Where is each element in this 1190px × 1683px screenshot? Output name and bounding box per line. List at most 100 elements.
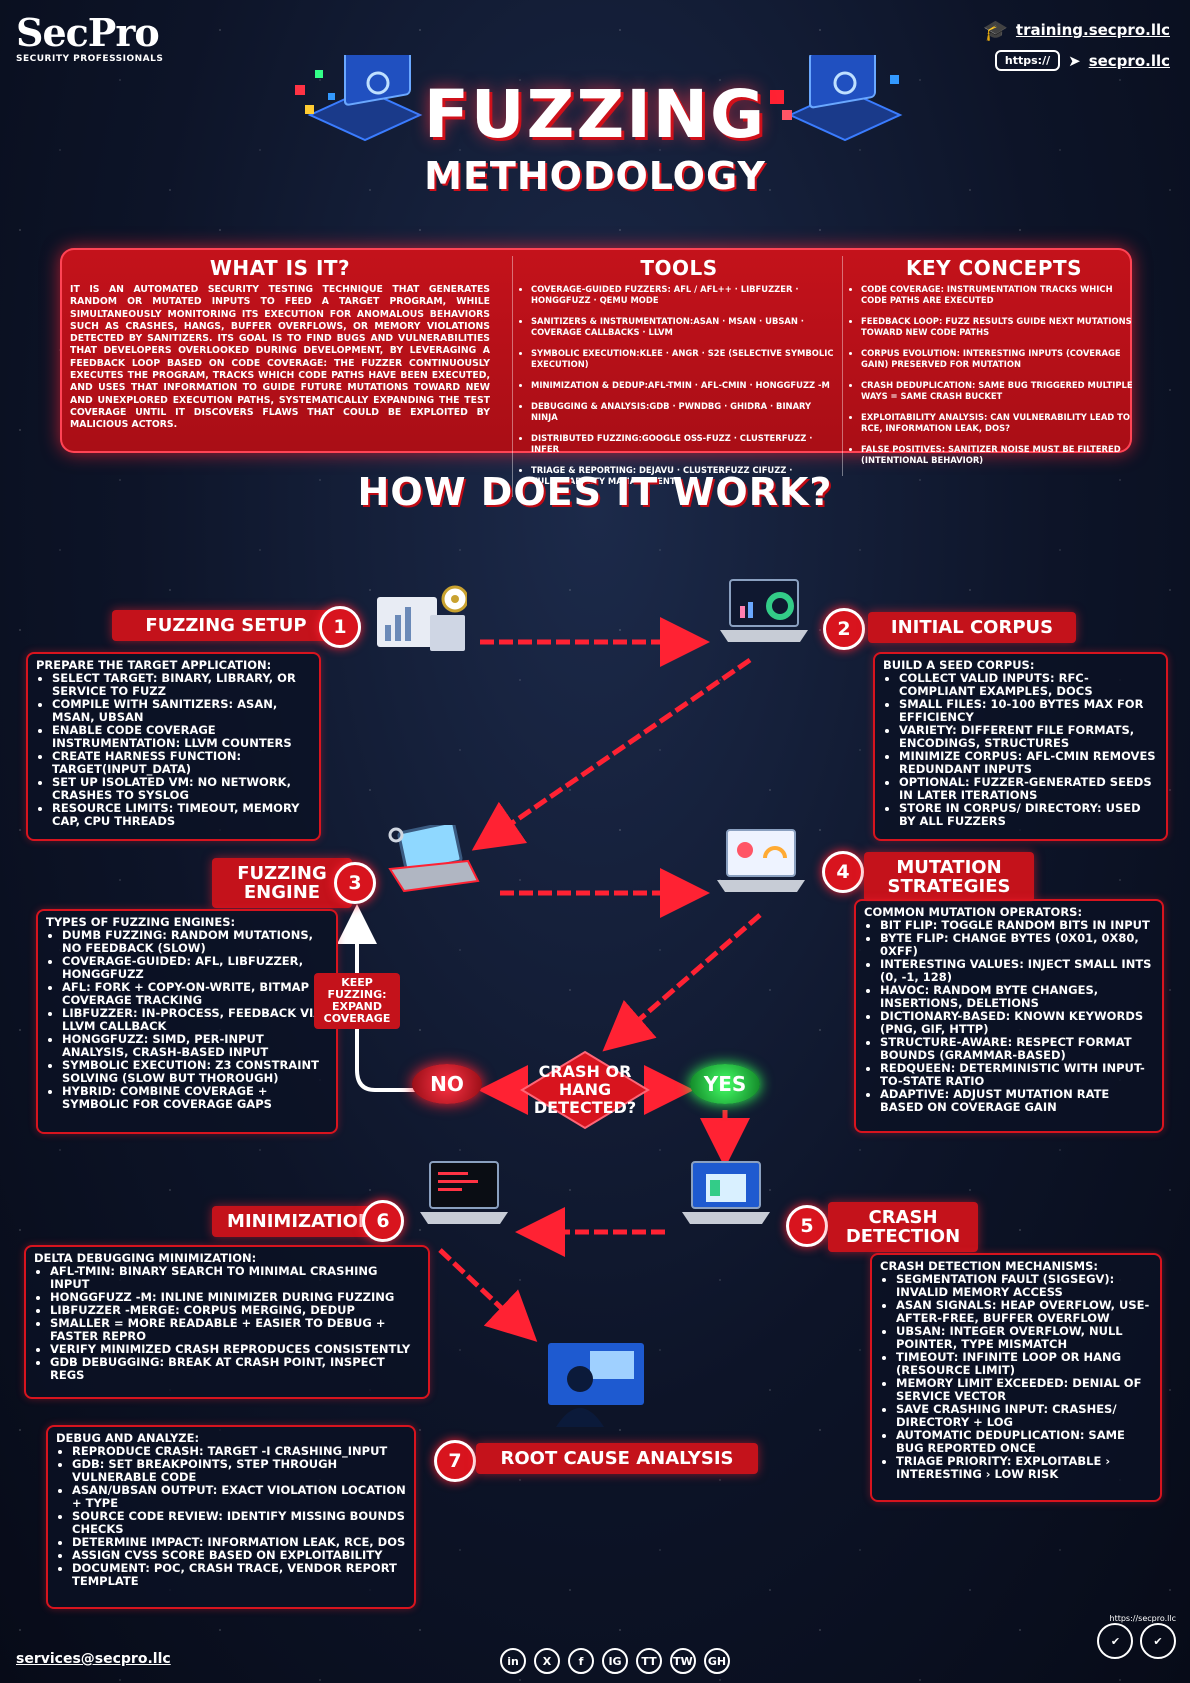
step-7-item: Reproduce crash: target -i crashing_inpu… xyxy=(72,1445,406,1458)
step-4-box: COMMON MUTATION OPERATORS: Bit flip: tog… xyxy=(854,899,1164,1133)
tools-item: Coverage-Guided Fuzzers: AFL / AFL++ · l… xyxy=(531,284,839,306)
x-icon[interactable]: X xyxy=(534,1648,560,1674)
key-concepts-section: KEY CONCEPTS Code coverage: instrumentat… xyxy=(842,256,1139,476)
step-3-label: FUZZING ENGINE xyxy=(212,858,352,908)
step-3-heading: TYPES OF FUZZING ENGINES: xyxy=(46,915,236,929)
laptop-hero-right-icon xyxy=(770,55,903,142)
arrow-2-to-3 xyxy=(471,657,752,851)
step-4-item: Dictionary-based: known keywords (PNG, G… xyxy=(880,1010,1154,1036)
github-icon[interactable]: GH xyxy=(704,1648,730,1674)
certification-badge-icon: ✔ xyxy=(1097,1623,1134,1659)
facebook-icon[interactable]: f xyxy=(568,1648,594,1674)
step-5-item: Memory limit exceeded: denial of service… xyxy=(896,1377,1152,1403)
step-3-item: Coverage-guided: AFL, libFuzzer, Honggfu… xyxy=(62,955,328,981)
page-title: FUZZING METHODOLOGY xyxy=(0,76,1190,199)
step-2-item: Minimize corpus: afl-cmin removes redund… xyxy=(899,750,1158,776)
header-links: 🎓 training.secpro.llc https:// ➤ secpro.… xyxy=(983,18,1170,79)
tiktok-icon[interactable]: TT xyxy=(636,1648,662,1674)
concept-item: Code coverage: instrumentation tracks wh… xyxy=(861,284,1139,306)
arrow-4-to-decision xyxy=(602,913,762,1052)
graduation-cap-icon: 🎓 xyxy=(983,18,1008,42)
concept-item: False positives: sanitizer noise must be… xyxy=(861,444,1139,466)
step-4-item: Havoc: random byte changes, insertions, … xyxy=(880,984,1154,1010)
step-7-item: Source code review: identify missing bou… xyxy=(72,1510,406,1536)
cursor-icon: ➤ xyxy=(1068,51,1081,70)
step-7-box: DEBUG AND ANALYZE: Reproduce crash: targ… xyxy=(46,1425,416,1609)
url-prefix: https:// xyxy=(994,50,1061,71)
linkedin-icon[interactable]: in xyxy=(500,1648,526,1674)
tools-item: Triage & Reporting: Dejavu · ClusterFuzz… xyxy=(531,465,839,487)
site-link[interactable]: secpro.llc xyxy=(1088,51,1170,70)
step-2-item: Variety: different file formats, encodin… xyxy=(899,724,1158,750)
instagram-icon[interactable]: IG xyxy=(602,1648,628,1674)
step-1-box: PREPARE THE TARGET APPLICATION: Select t… xyxy=(26,652,321,841)
contact-email-link[interactable]: services@secpro.llc xyxy=(16,1651,171,1667)
step-6-item: GDB debugging: break at crash point, ins… xyxy=(50,1356,420,1382)
setup-dashboard-icon xyxy=(377,585,467,651)
concept-item: Crash deduplication: same bug triggered … xyxy=(861,380,1139,402)
step-5-item: Segmentation fault (SIGSEGV): invalid me… xyxy=(896,1273,1152,1299)
step-1-heading: PREPARE THE TARGET APPLICATION: xyxy=(36,658,272,672)
tools-section: TOOLS Coverage-Guided Fuzzers: AFL / AFL… xyxy=(512,256,839,497)
step-1-item: Select target: binary, library, or servi… xyxy=(52,672,311,698)
certification-badge-icon: ✔ xyxy=(1140,1623,1176,1659)
step-5-item: Automatic deduplication: same bug report… xyxy=(896,1429,1152,1455)
badge-url: https://secpro.llc xyxy=(1109,1614,1177,1623)
concept-item: Feedback loop: fuzz results guide next m… xyxy=(861,316,1139,338)
minimization-laptop-icon xyxy=(420,1161,508,1224)
what-heading: WHAT IS IT? xyxy=(209,256,351,280)
step-7-item: Document: PoC, crash trace, vendor repor… xyxy=(72,1562,406,1588)
step-3-item: Dumb fuzzing: random mutations, no feedb… xyxy=(62,929,328,955)
step-5-item: Timeout: infinite loop or hang (resource… xyxy=(896,1351,1152,1377)
arrow-no-to-3 xyxy=(337,904,418,1092)
overview-panel: WHAT IS IT? It is an automated security … xyxy=(60,248,1133,497)
step-7-label: ROOT CAUSE ANALYSIS xyxy=(476,1443,758,1474)
step-4-label: MUTATION STRATEGIES xyxy=(864,852,1034,902)
step-6-item: honggfuzz -M: inline minimizer during fu… xyxy=(50,1291,420,1304)
step-2-heading: BUILD A SEED CORPUS: xyxy=(883,658,1035,672)
step-5-box: CRASH DETECTION MECHANISMS: Segmentation… xyxy=(870,1253,1162,1502)
mutation-laptop-icon xyxy=(717,829,805,892)
step-3-item: Hybrid: combine coverage + symbolic for … xyxy=(62,1085,328,1111)
concept-item: Exploitability analysis: can vulnerabili… xyxy=(861,412,1139,434)
step-4-item: Structure-aware: respect format bounds (… xyxy=(880,1036,1154,1062)
tools-item: Debugging & Analysis:GDB · pwndbg · Ghid… xyxy=(531,401,839,423)
step-2-number: 2 xyxy=(823,608,865,650)
step-4-item: Byte flip: change bytes (0x01, 0x80, 0xF… xyxy=(880,932,1154,958)
brand-name: SecPro xyxy=(16,10,160,55)
social-links: in X f IG TT TW GH xyxy=(500,1648,730,1674)
concepts-heading: KEY CONCEPTS xyxy=(905,256,1083,280)
step-6-number: 6 xyxy=(362,1200,404,1242)
decision-diamond xyxy=(520,1050,650,1130)
laptop-hero-left-icon xyxy=(295,55,423,142)
brand-tagline: SECURITY PROFESSIONALS xyxy=(16,54,164,64)
step-5-item: UBSan: integer overflow, null pointer, t… xyxy=(896,1325,1152,1351)
step-4-heading: COMMON MUTATION OPERATORS: xyxy=(864,905,1083,919)
keep-fuzzing-label: KEEP FUZZING: EXPAND COVERAGE xyxy=(314,973,400,1029)
decision-text: CRASH OR HANG DETECTED? xyxy=(533,1062,637,1117)
step-7-item: GDB: set breakpoints, step through vulne… xyxy=(72,1458,406,1484)
yes-badge: YES xyxy=(690,1064,760,1104)
step-1-label: FUZZING SETUP xyxy=(112,610,340,641)
step-3-item: AFL: fork + copy-on-write, bitmap covera… xyxy=(62,981,328,1007)
step-1-item: Enable code coverage instrumentation: LL… xyxy=(52,724,311,750)
tools-item: Minimization & Dedup:afl-tmin · afl-cmin… xyxy=(531,380,839,391)
what-text: It is an automated security testing tech… xyxy=(70,284,490,431)
step-3-number: 3 xyxy=(334,862,376,904)
step-3-item: Symbolic execution: Z3 constraint solvin… xyxy=(62,1059,328,1085)
twitch-icon[interactable]: TW xyxy=(670,1648,696,1674)
step-2-box: BUILD A SEED CORPUS: Collect valid input… xyxy=(873,652,1168,841)
step-2-item: Collect valid inputs: RFC-compliant exam… xyxy=(899,672,1158,698)
step-5-item: Triage priority: exploitable › interesti… xyxy=(896,1455,1152,1481)
step-5-number: 5 xyxy=(786,1205,828,1247)
step-6-box: DELTA DEBUGGING MINIMIZATION: afl-tmin: … xyxy=(24,1245,430,1399)
step-7-item: Assign CVSS score based on exploitabilit… xyxy=(72,1549,406,1562)
what-is-it-section: WHAT IS IT? It is an automated security … xyxy=(70,256,490,432)
training-link[interactable]: training.secpro.llc xyxy=(1015,21,1170,39)
step-2-item: Small files: 10-100 bytes max for effici… xyxy=(899,698,1158,724)
step-4-item: Interesting values: inject small ints (0… xyxy=(880,958,1154,984)
step-6-label: MINIMIZATION xyxy=(212,1206,388,1237)
secpro-logo: SecPro SECURITY PROFESSIONALS xyxy=(16,10,186,65)
title-line-1: FUZZING xyxy=(423,76,767,153)
